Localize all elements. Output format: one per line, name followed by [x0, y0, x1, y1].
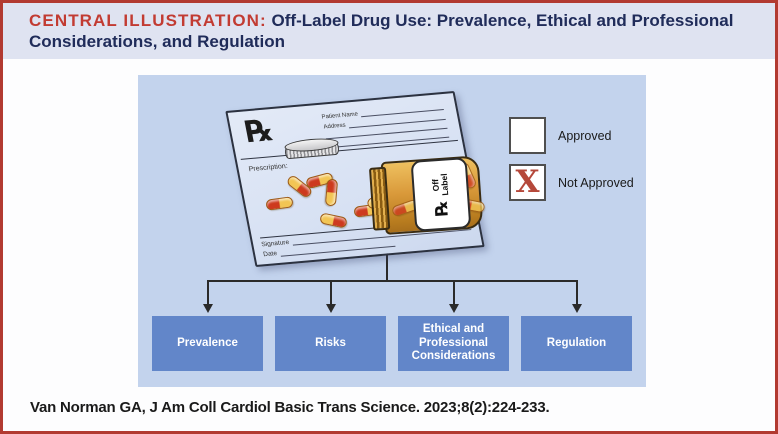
central-illustration-label: CENTRAL ILLUSTRATION: [29, 11, 267, 30]
rx-symbol: ℞ [431, 199, 453, 217]
flow-stem-line [386, 253, 388, 281]
arrowhead-down-icon [202, 304, 213, 313]
flow-drop-line [576, 280, 578, 305]
patient-info-block: Patient Name Address [320, 100, 450, 149]
rx-symbol: ℞ [242, 113, 276, 151]
flow-drop-line [207, 280, 209, 305]
arrowhead-down-icon [448, 304, 459, 313]
prescription-label: Prescription: [248, 162, 289, 174]
signature-label: Signature [260, 239, 290, 249]
off-label-text: Off Label [429, 172, 451, 196]
figure-title-bar: CENTRAL ILLUSTRATION: Off-Label Drug Use… [3, 3, 775, 59]
arrowhead-down-icon [571, 304, 582, 313]
flow-box-regulation: Regulation [521, 316, 632, 371]
flow-drop-line [453, 280, 455, 305]
address-label: Address [323, 122, 347, 131]
legend-approved: Approved [509, 117, 612, 154]
date-label: Date [262, 250, 278, 259]
approved-checkbox-icon [509, 117, 546, 154]
patient-name-label: Patient Name [321, 111, 359, 121]
figure-title: Off-Label Drug Use: Prevalence, Ethical … [29, 11, 734, 51]
not-approved-label: Not Approved [558, 175, 634, 190]
flow-box-risks: Risks [275, 316, 386, 371]
citation: Van Norman GA, J Am Coll Cardiol Basic T… [30, 399, 550, 416]
arrowhead-down-icon [325, 304, 336, 313]
approved-label: Approved [558, 128, 612, 143]
legend-not-approved: X Not Approved [509, 164, 634, 201]
not-approved-x-icon: X [509, 164, 546, 201]
pill-bottle: ℞ Off Label [368, 155, 486, 235]
flow-box-prevalence: Prevalence [152, 316, 263, 371]
flow-drop-line [330, 280, 332, 305]
flow-box-ethical: Ethical and Professional Considerations [398, 316, 509, 371]
flow-horizontal-line [207, 280, 577, 282]
off-label-sticker: ℞ Off Label [410, 157, 472, 232]
illustration-panel: ℞ Patient Name Address Prescription: Sig… [138, 75, 646, 387]
